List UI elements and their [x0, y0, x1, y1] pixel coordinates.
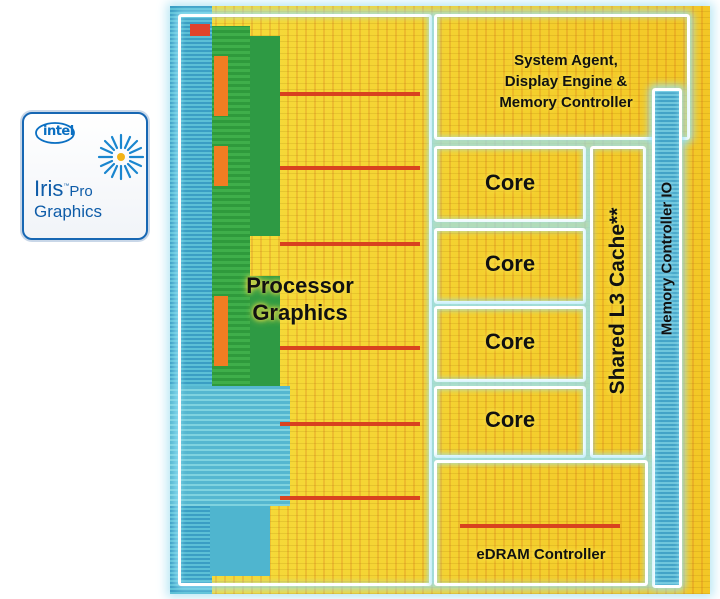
graphics-red-line [280, 166, 420, 170]
memory-io-texture [654, 90, 680, 588]
iris-pro-graphics-badge: intel Iris™Pro Graphics [22, 112, 148, 240]
system-agent-label: System Agent, Display Engine & Memory Co… [499, 52, 633, 111]
edram-controller-label: eDRAM Controller [476, 546, 606, 563]
graphics-red-block [190, 24, 210, 36]
memory-controller-io-label: Memory Controller IO [658, 181, 676, 336]
edram-red-line [460, 524, 620, 528]
shared-l3-cache-label: Shared L3 Cache** [606, 207, 629, 395]
edram-controller-block [434, 460, 648, 586]
graphics-red-line [280, 346, 420, 350]
graphics-orange-block [214, 146, 228, 186]
graphics-red-line [280, 92, 420, 96]
graphics-green-block [250, 36, 280, 236]
processor-graphics-label: Processor Graphics [246, 273, 354, 325]
processor-die: Processor Graphics System Agent, Display… [170, 6, 710, 594]
core-block-1 [434, 146, 586, 222]
graphics-cyan-region [170, 386, 290, 506]
graphics-red-line [280, 496, 420, 500]
core-label-3: Core [484, 329, 536, 354]
iris-pro-wordmark: Iris™Pro [34, 176, 93, 201]
graphics-orange-block [214, 296, 228, 366]
processor-graphics-block [178, 14, 432, 586]
core-label-1: Core [484, 170, 536, 195]
intel-logo: intel [34, 120, 76, 146]
core-block-4 [434, 386, 586, 458]
graphics-orange-block [214, 56, 228, 116]
graphics-wordmark: Graphics [34, 202, 103, 221]
shared-l3-cache-block [590, 146, 646, 458]
core-block-2 [434, 228, 586, 304]
graphics-red-line [280, 242, 420, 246]
graphics-red-line [280, 422, 420, 426]
system-agent-block [434, 14, 690, 140]
core-label-4: Core [484, 407, 536, 432]
core-label-2: Core [484, 251, 536, 276]
core-block-3 [434, 306, 586, 382]
memory-controller-io-block [652, 88, 682, 588]
starburst-icon [97, 133, 145, 181]
graphics-cyan-region [210, 506, 270, 576]
